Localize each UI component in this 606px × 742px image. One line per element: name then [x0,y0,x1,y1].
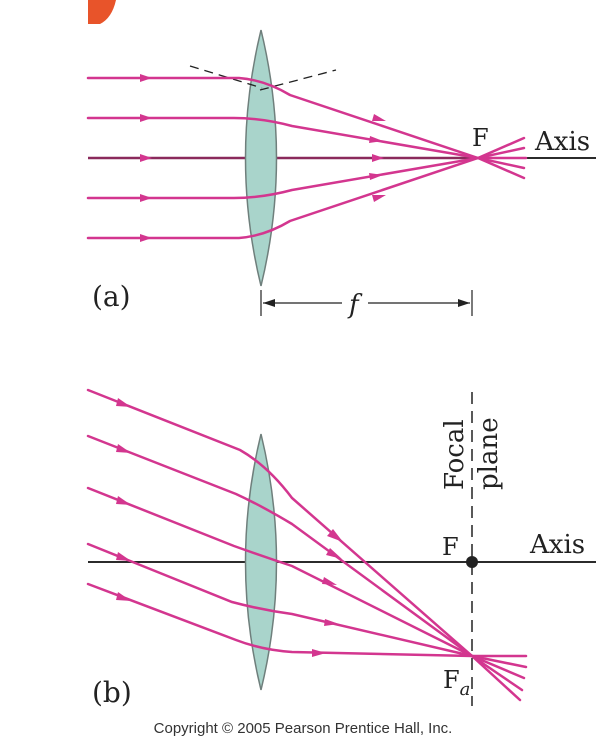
arrow-b-4 [116,552,131,561]
ray-b-5 [86,582,474,658]
arrow-b-r2 [326,548,342,559]
focal-length-label: f [347,290,363,320]
arrow-b-r4 [324,619,339,626]
arrow-a-3 [140,154,152,162]
fa-label: Fa [443,666,470,700]
ray-a-5 [86,156,526,240]
arrow-b-3 [116,496,131,505]
panel-b: F Axis Focal plane Fa (b) [86,388,596,709]
ray-b-1 [86,388,474,658]
ray-a-1 [86,76,526,160]
ray-b-4 [86,542,474,658]
ray-a-4 [86,156,526,200]
arrow-a-r2 [369,136,383,143]
ray-b-2 [86,434,474,658]
arrow-a-5 [140,234,152,242]
axis-label-b: Axis [529,530,585,560]
focal-plane-label-2: plane [474,417,504,490]
arrow-b-1 [116,398,131,407]
arrow-a-r4 [369,173,383,180]
focal-point-label-a: F [472,124,489,152]
ray-b-out-3 [470,654,526,680]
arrow-b-r3 [322,577,337,585]
arrow-a-r3 [372,154,384,162]
arrow-b-2 [116,444,131,453]
ray-b-out-5 [470,654,522,702]
arrow-a-2 [140,114,152,122]
ray-a-2 [86,116,526,160]
arrow-a-r1 [372,114,386,121]
panel-label-a: (a) [92,280,131,313]
axis-label-a: Axis [534,127,590,157]
panel-label-b: (b) [92,676,132,709]
arrow-a-r5 [372,195,386,202]
ray-b-out-4 [470,654,524,692]
panel-a: F Axis (a) f [86,29,596,320]
focal-plane-label-1: Focal [440,419,470,490]
fa-label-main: F [443,666,460,694]
tangent-line-a [259,69,337,91]
orange-fragment [88,0,116,24]
fa-label-sub: a [460,679,471,700]
lens-a [244,29,278,287]
focal-point-label-b: F [442,533,459,561]
lens-b [244,433,278,691]
arrow-a-1 [140,74,152,82]
copyright-text: Copyright © 2005 Pearson Prentice Hall, … [154,720,453,737]
ray-b-3 [86,486,474,658]
arrow-b-r1 [327,529,343,542]
arrow-b-r5 [312,649,326,657]
ray-b-out-2 [470,654,528,669]
arrow-b-5 [116,592,131,601]
focal-point-dot-b [466,556,478,568]
arrow-a-4 [140,194,152,202]
